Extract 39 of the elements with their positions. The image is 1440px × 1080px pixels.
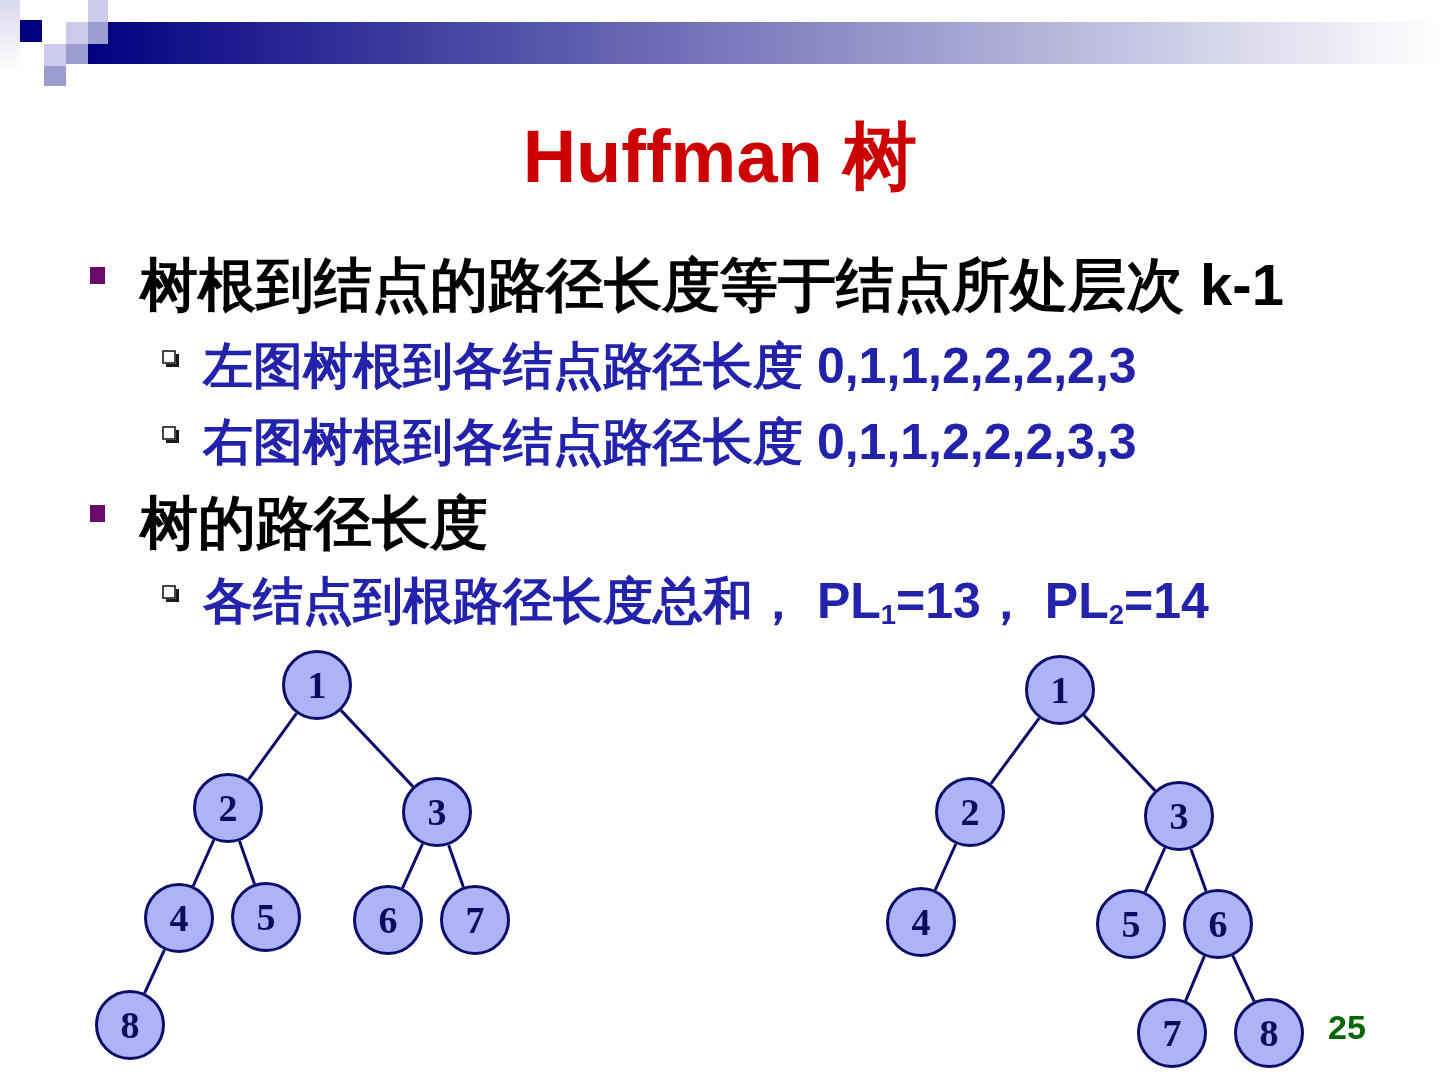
bullet-text: 树的路径长度 xyxy=(140,489,488,557)
tree-node-circle xyxy=(1144,781,1214,851)
tree-edge xyxy=(143,949,166,994)
node-number: 4 xyxy=(169,899,189,937)
tree-edge xyxy=(238,840,256,885)
tree-edge xyxy=(447,844,465,888)
node-number: 6 xyxy=(378,901,398,939)
tree-edge xyxy=(933,843,958,891)
node-number: 6 xyxy=(1208,905,1228,943)
page-number: 25 xyxy=(1328,1007,1366,1047)
node-number: 8 xyxy=(120,1006,140,1044)
tree-edge xyxy=(339,709,415,788)
tree-edge xyxy=(1082,714,1157,792)
tree-edge xyxy=(989,717,1041,785)
tree-edge xyxy=(247,712,298,781)
tree-edge xyxy=(401,843,424,889)
sub-bullet-text: 各结点到根路径长度总和， PL$_{1}$=13， PL$_{2}$=14 xyxy=(203,572,1209,632)
node-number: 2 xyxy=(960,793,980,831)
node-number: 1 xyxy=(307,666,327,704)
node-number: 2 xyxy=(218,789,238,827)
tree-edge xyxy=(191,839,216,887)
slide-title: Huffman 树 xyxy=(522,114,918,200)
node-number: 7 xyxy=(465,901,485,939)
node-number: 3 xyxy=(1169,797,1189,835)
sub-bullet-text: 右图树根到各结点路径长度 0,1,1,2,2,2,3,3 xyxy=(203,413,1137,472)
bullet-text: 树根到结点的路径长度等于结点所处层次 k-1 xyxy=(140,251,1284,319)
node-number: 5 xyxy=(1121,905,1141,943)
node-number: 1 xyxy=(1050,671,1070,709)
node-number: 4 xyxy=(911,903,931,941)
node-number: 8 xyxy=(1259,1014,1279,1052)
node-number: 5 xyxy=(256,898,276,936)
node-number: 3 xyxy=(427,793,447,831)
tree-edge xyxy=(1143,847,1167,893)
sub-bullet-text: 左图树根到各结点路径长度 0,1,1,2,2,2,2,3 xyxy=(203,337,1137,396)
tree-edge xyxy=(1189,848,1208,892)
node-number: 7 xyxy=(1162,1014,1182,1052)
tree-node-circle xyxy=(402,777,472,847)
tree-edge xyxy=(1184,955,1206,1002)
tree-edge xyxy=(1231,955,1256,1002)
